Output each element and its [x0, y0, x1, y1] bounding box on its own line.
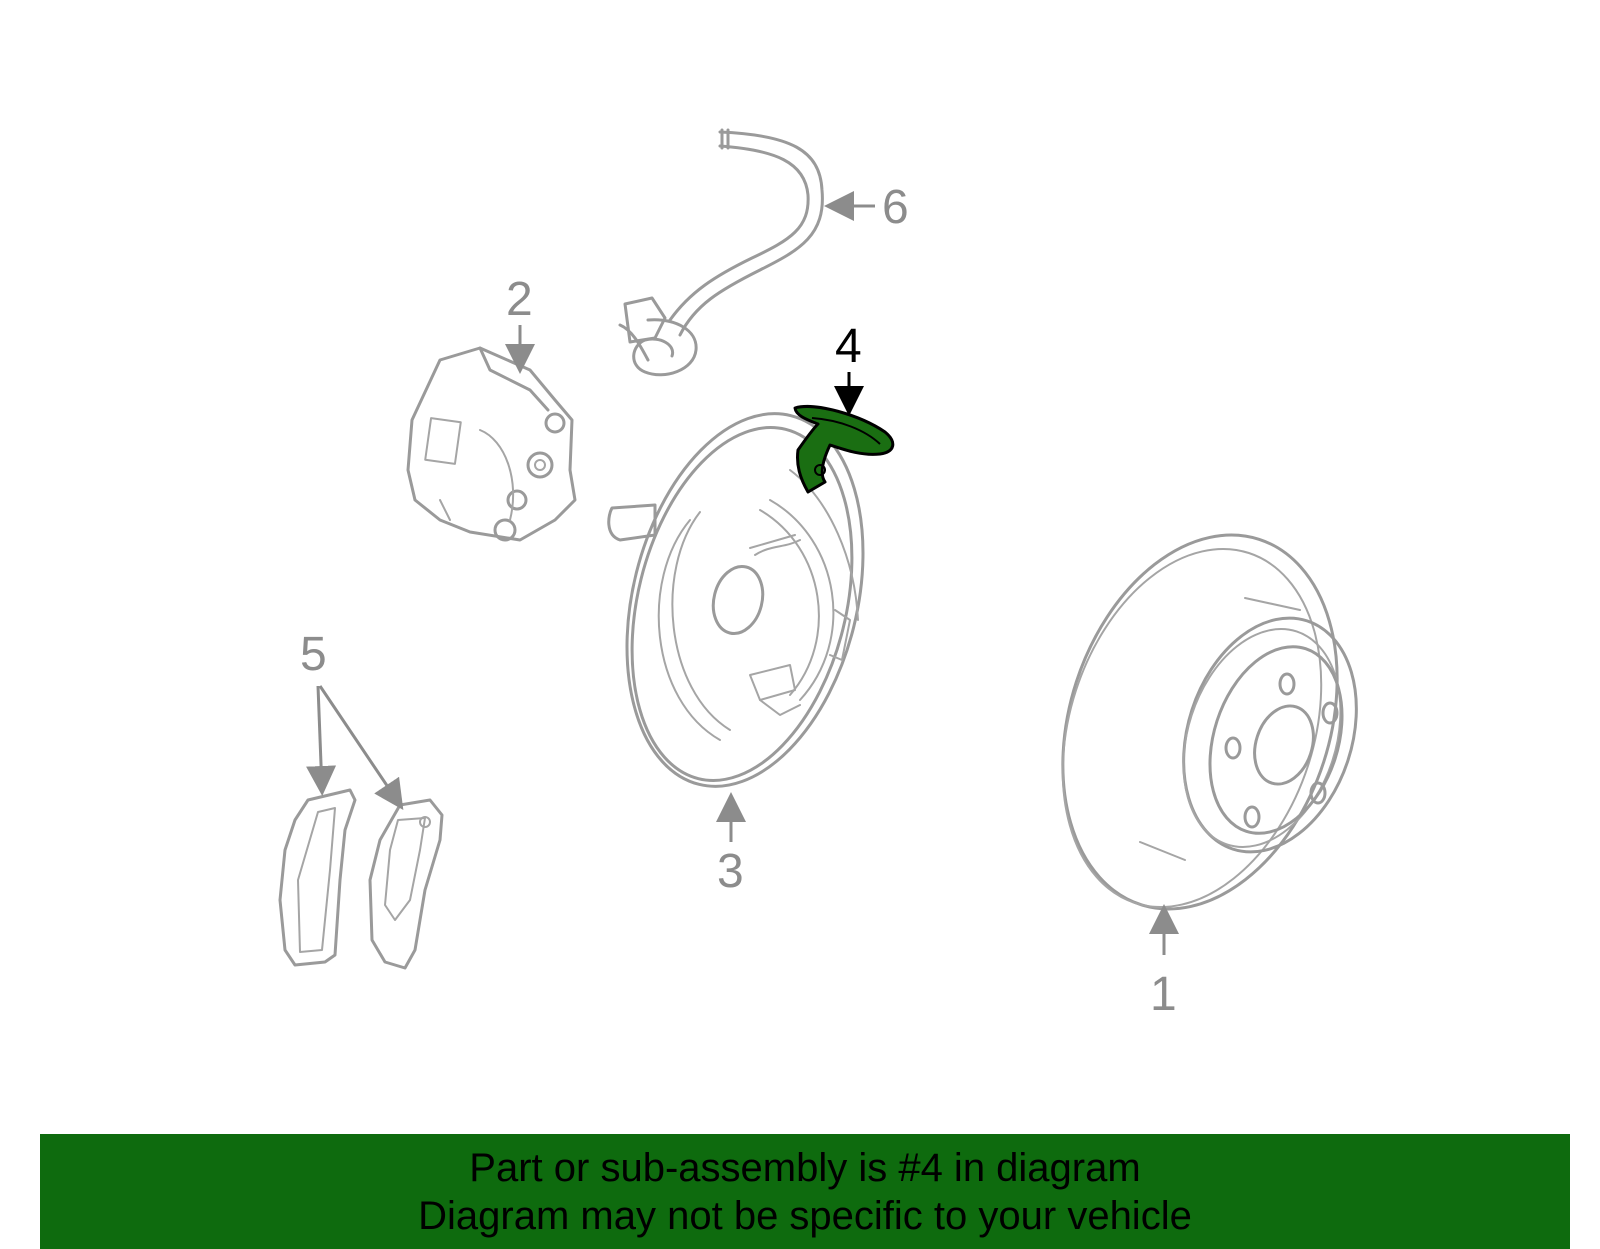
brake-caliper[interactable] [406, 346, 577, 542]
callout-6[interactable]: 6 [882, 181, 909, 234]
callout-4[interactable]: 4 [835, 320, 862, 373]
banner-line-1: Part or sub-assembly is #4 in diagram [469, 1146, 1141, 1190]
callout-2[interactable]: 2 [506, 273, 533, 326]
callout-5-leader-a [306, 685, 337, 796]
info-banner: Part or sub-assembly is #4 in diagram Di… [40, 1134, 1570, 1249]
callout-5-leader-b [318, 685, 404, 810]
banner-line-2: Diagram may not be specific to your vehi… [418, 1194, 1192, 1238]
brake-rotor[interactable] [1017, 499, 1385, 945]
brake-pads[interactable] [278, 788, 444, 970]
bracket-highlighted[interactable] [793, 405, 895, 494]
callout-3[interactable]: 3 [717, 845, 744, 898]
callout-5[interactable]: 5 [300, 628, 327, 681]
callout-1[interactable]: 1 [1150, 968, 1177, 1021]
brake-hose[interactable] [618, 128, 824, 377]
